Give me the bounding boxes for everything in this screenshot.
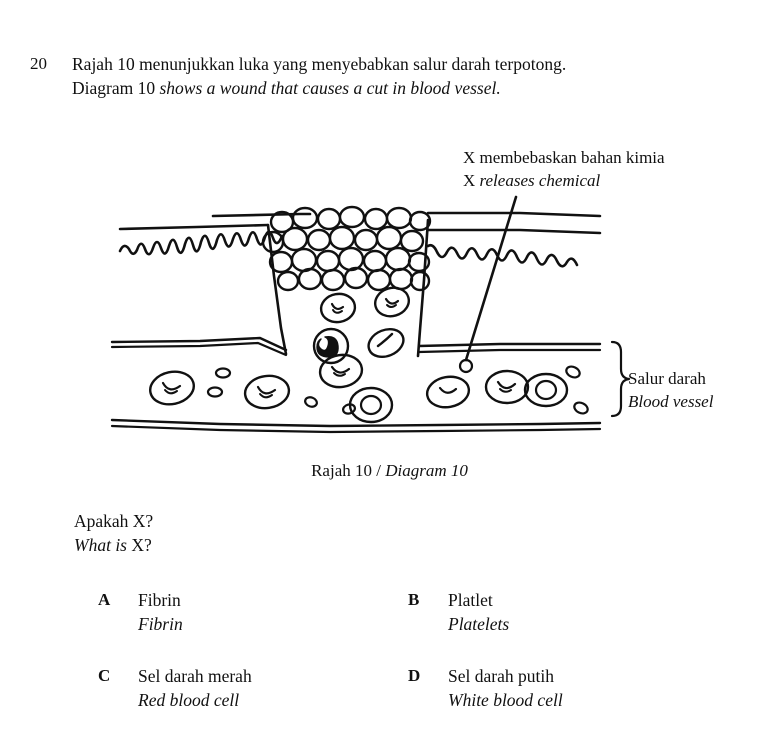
platelet	[206, 386, 224, 398]
pointer-line	[464, 195, 518, 362]
red-blood-cell-group-cavity	[312, 286, 410, 365]
question-prompt-english: What is X?	[74, 533, 153, 557]
blood-vessel-wall-top-left-inner	[110, 341, 288, 357]
platelet	[214, 367, 232, 379]
option-d[interactable]: D Sel darah putih White blood cell	[408, 664, 718, 712]
question-stem-malay: Rajah 10 menunjukkan luka yang menyebabk…	[72, 54, 567, 74]
option-b-text: Platlet Platelets	[448, 588, 718, 636]
question-prompt-malay: Apakah X?	[74, 511, 154, 531]
red-blood-cell	[367, 327, 405, 359]
callout-label-x-releases-chemical: X membebaskan bahan kimia X releases che…	[463, 146, 665, 192]
option-d-text: Sel darah putih White blood cell	[448, 664, 718, 712]
option-b-letter: B	[408, 590, 420, 609]
red-blood-cell	[523, 372, 569, 408]
callout-label-english: X releases chemical	[463, 169, 665, 192]
epidermis-wavy-line-left	[118, 230, 284, 256]
vessel-label-malay: Salur darah	[628, 369, 706, 388]
red-blood-cell	[425, 375, 471, 409]
option-b-malay: Platlet	[448, 590, 493, 610]
option-a[interactable]: A Fibrin Fibrin	[98, 588, 408, 636]
question-stem-english-lead: Diagram 10	[72, 78, 156, 98]
option-d-malay: Sel darah putih	[448, 666, 554, 686]
option-c-malay: Sel darah merah	[138, 666, 252, 686]
option-c-english: Red blood cell	[138, 690, 240, 710]
skin-upper-line-right	[426, 211, 602, 218]
platelet	[304, 396, 318, 408]
option-b-english: Platelets	[448, 614, 510, 634]
platelet-target	[458, 358, 474, 374]
question-number: 20	[30, 54, 47, 73]
callout-label-english-rest: releases chemical	[479, 171, 601, 190]
blood-vessel-wall-top-left	[110, 336, 288, 352]
diagram-wound-blood-vessel	[0, 180, 779, 455]
platelet	[573, 401, 589, 415]
scab-clot-cells	[261, 205, 432, 292]
skin-surface-line-left	[118, 223, 270, 231]
red-blood-cell	[319, 292, 357, 324]
vessel-label-english: Blood vessel	[628, 392, 714, 411]
red-blood-cell	[348, 386, 394, 424]
blood-vessel-wall-bottom	[110, 418, 602, 428]
option-a-english: Fibrin	[138, 614, 183, 634]
skin-surface-line-right	[426, 228, 602, 235]
option-a-malay: Fibrin	[138, 590, 181, 610]
question-header: 20 Rajah 10 menunjukkan luka yang menyeb…	[30, 52, 750, 100]
blood-vessel-wall-bottom-inner	[110, 424, 602, 434]
option-a-text: Fibrin Fibrin	[138, 588, 408, 636]
wound-cavity-right-wall	[416, 218, 430, 358]
option-c-letter: C	[98, 666, 111, 685]
option-d-english: White blood cell	[448, 690, 563, 710]
option-c[interactable]: C Sel darah merah Red blood cell	[98, 664, 408, 712]
diagram-caption-english: Diagram 10	[385, 461, 468, 480]
blood-vessel-wall-top-right-inner	[417, 348, 602, 354]
red-blood-cell-group-vessel	[149, 353, 569, 424]
question-stem: Rajah 10 menunjukkan luka yang menyebabk…	[72, 52, 750, 100]
platelet	[565, 365, 581, 379]
option-b[interactable]: B Platlet Platelets	[408, 588, 718, 636]
callout-label-malay: X membebaskan bahan kimia	[463, 148, 665, 167]
red-blood-cell	[149, 370, 195, 406]
question-prompt-english-rest: X?	[131, 535, 152, 555]
vessel-label: Salur darah Blood vessel	[628, 367, 713, 413]
skin-upper-line-left	[211, 212, 312, 218]
diagram-caption-malay: Rajah 10 /	[311, 461, 386, 480]
answer-options: A Fibrin Fibrin B Platlet Platelets C Se…	[98, 588, 718, 740]
epidermis-wavy-line-right	[426, 243, 579, 268]
platelet	[341, 403, 357, 415]
diagram-caption: Rajah 10 / Diagram 10	[0, 461, 779, 481]
callout-label-english-lead: X	[463, 171, 480, 190]
red-blood-cell	[484, 369, 530, 405]
vessel-brace	[610, 340, 631, 418]
option-a-letter: A	[98, 590, 111, 609]
option-row-cd: C Sel darah merah Red blood cell D Sel d…	[98, 664, 718, 712]
red-blood-cell	[374, 286, 410, 318]
red-blood-cell	[243, 374, 291, 410]
option-row-ab: A Fibrin Fibrin B Platlet Platelets	[98, 588, 718, 636]
question-stem-english-rest: shows a wound that causes a cut in blood…	[155, 78, 501, 98]
red-blood-cell	[318, 353, 364, 389]
wound-cavity-left-wall	[266, 223, 288, 356]
question-stem-english: Diagram 10 shows a wound that causes a c…	[72, 76, 750, 100]
option-c-text: Sel darah merah Red blood cell	[138, 664, 408, 712]
option-d-letter: D	[408, 666, 421, 685]
question-prompt: Apakah X? What is X?	[74, 509, 153, 557]
white-blood-cell	[312, 327, 350, 365]
question-prompt-english-lead: What is	[74, 535, 132, 555]
blood-vessel-wall-top-right	[417, 342, 602, 348]
